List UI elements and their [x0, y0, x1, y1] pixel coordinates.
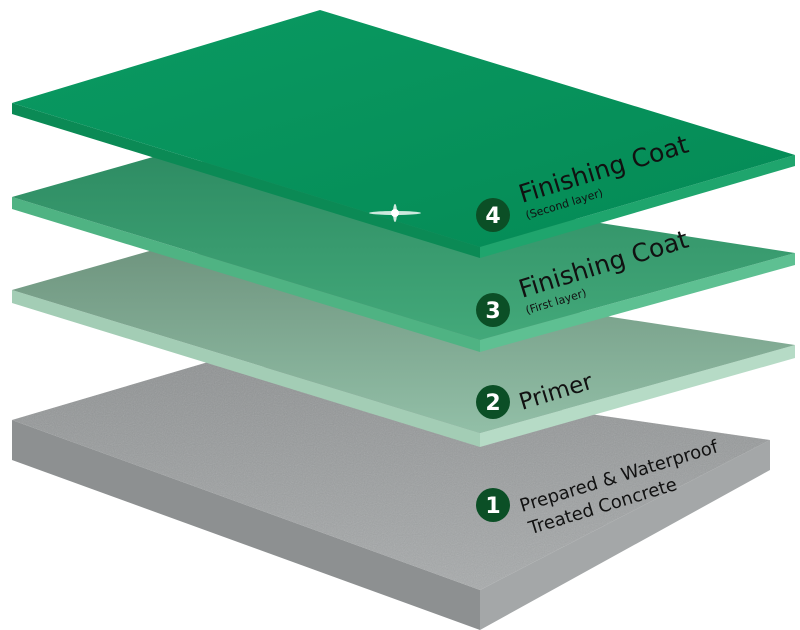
badge-number: 3 [485, 299, 500, 324]
badge-number: 2 [485, 391, 500, 416]
layer-3-finishing-coat-first [12, 155, 795, 352]
badge-number: 1 [485, 494, 500, 519]
badge-3 [476, 293, 510, 327]
badge-number: 4 [485, 204, 500, 229]
badge-1 [476, 488, 510, 522]
layer-4-finishing-coat-second [12, 10, 795, 258]
badge-2 [476, 385, 510, 419]
shine-icon [369, 204, 421, 222]
badge-4 [476, 198, 510, 232]
layer-2-primer [12, 248, 795, 447]
